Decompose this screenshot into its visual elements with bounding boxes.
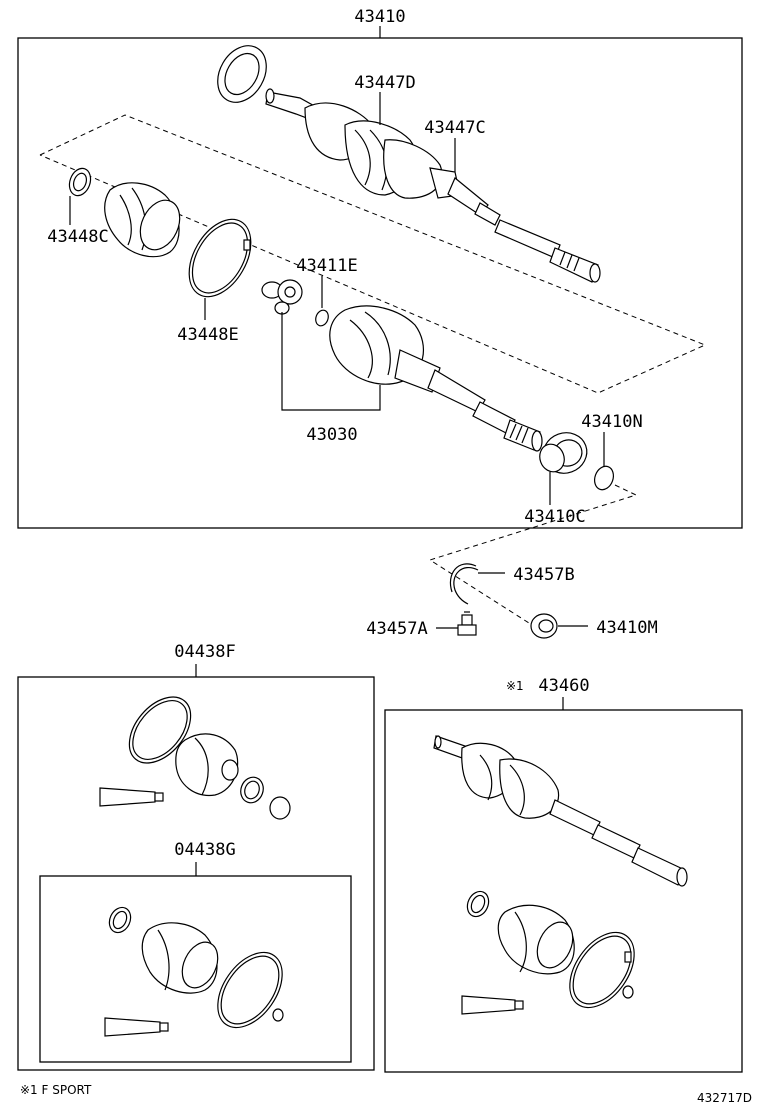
label-04438G[interactable]: 04438G bbox=[174, 840, 235, 860]
alt-small-clamp[interactable] bbox=[463, 888, 492, 920]
bolt-part[interactable] bbox=[457, 611, 477, 636]
label-43448C[interactable]: 43448C bbox=[47, 227, 108, 247]
alt-boot[interactable] bbox=[497, 904, 579, 975]
label-43457A[interactable]: 43457A bbox=[366, 619, 427, 639]
label-04438F[interactable]: 04438F bbox=[174, 642, 235, 662]
dust-seal-part[interactable] bbox=[591, 464, 616, 493]
subgroup-dashed-outline bbox=[39, 114, 707, 394]
label-43447D[interactable]: 43447D bbox=[354, 73, 415, 93]
clamp-large-part[interactable] bbox=[176, 209, 263, 308]
diagram-id: 432717D bbox=[697, 1091, 752, 1105]
label-43410M[interactable]: 43410M bbox=[596, 618, 657, 638]
label-alt-mark: ※1 bbox=[506, 679, 524, 693]
label-43447C[interactable]: 43447C bbox=[424, 118, 485, 138]
kit-f-large-clamp[interactable] bbox=[117, 685, 203, 774]
kit-f-small-clamp[interactable] bbox=[237, 774, 267, 806]
snap-ring-small-part[interactable] bbox=[314, 308, 331, 327]
kit-f-grease-tube[interactable] bbox=[99, 787, 164, 807]
seal-part[interactable] bbox=[530, 613, 558, 639]
footer-note: ※1 F SPORT bbox=[20, 1083, 92, 1097]
bearing-part[interactable] bbox=[536, 427, 593, 480]
kit-f-ring[interactable] bbox=[269, 796, 291, 820]
outer-ring-part[interactable] bbox=[208, 37, 276, 111]
kit-f-boot[interactable] bbox=[175, 733, 239, 796]
kit-g-boot[interactable] bbox=[141, 922, 224, 994]
kit-g-small-clamp[interactable] bbox=[105, 904, 134, 936]
label-43030[interactable]: 43030 bbox=[306, 425, 357, 445]
alt-large-clamp[interactable] bbox=[557, 921, 648, 1020]
snap-ring-part[interactable] bbox=[449, 563, 479, 605]
kit-g-large-clamp[interactable] bbox=[205, 941, 296, 1040]
drive-shaft-upper[interactable] bbox=[265, 88, 601, 283]
tripod-joint-part[interactable] bbox=[261, 279, 303, 315]
leader-43030 bbox=[281, 312, 381, 411]
label-43410N[interactable]: 43410N bbox=[581, 412, 642, 432]
label-43411E[interactable]: 43411E bbox=[296, 256, 357, 276]
label-43460[interactable]: 43460 bbox=[538, 676, 589, 696]
alt-assembly-box bbox=[384, 709, 743, 1073]
boot-part[interactable] bbox=[104, 182, 188, 258]
label-43410C[interactable]: 43410C bbox=[524, 507, 585, 527]
inboard-joint-part[interactable] bbox=[329, 305, 543, 452]
clamp-small-part[interactable] bbox=[66, 165, 94, 198]
kit-g-grease-tube[interactable] bbox=[104, 1017, 169, 1037]
label-43410[interactable]: 43410 bbox=[354, 7, 405, 27]
alt-drive-shaft[interactable] bbox=[433, 735, 688, 887]
label-43457B[interactable]: 43457B bbox=[513, 565, 574, 585]
alt-grease-tube[interactable] bbox=[461, 995, 524, 1015]
label-43448E[interactable]: 43448E bbox=[177, 325, 238, 345]
lower-dashed-outline bbox=[428, 484, 638, 631]
